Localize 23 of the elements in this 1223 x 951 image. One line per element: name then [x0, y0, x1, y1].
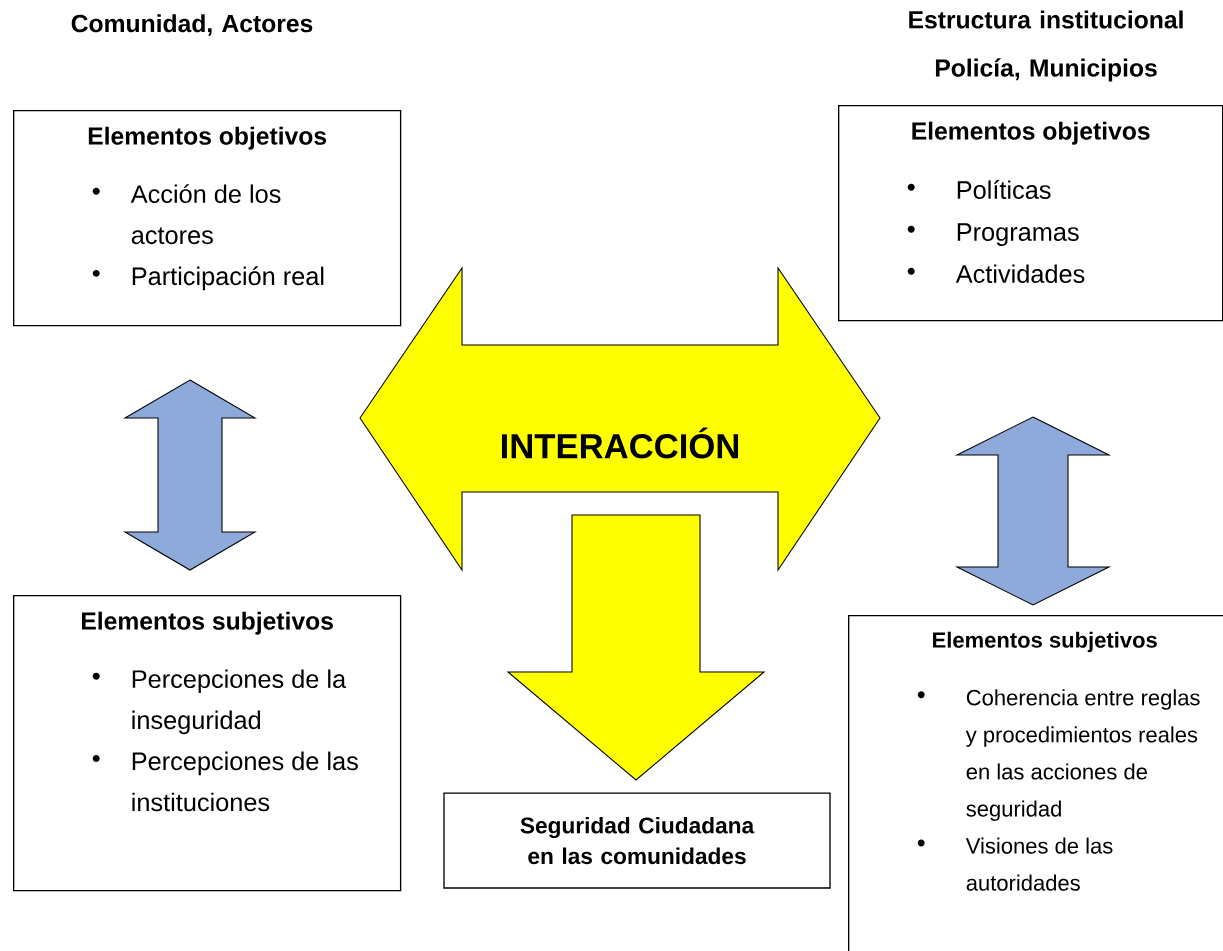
heading: Estructura institucional Policía, Municipios: [909, 10, 1183, 82]
text-box: [838, 105, 1223, 322]
bullet-item: Percepciones de la inseguridad: [132, 669, 347, 735]
heading: Comunidad, Actores: [71, 14, 313, 36]
block-arrow: [954, 416, 1112, 606]
bullet-item: Coherencia entre reglas y procedimientos reales en las acciones de seguridad: [965, 689, 1200, 821]
text-box: [848, 615, 1223, 951]
text-box: [13, 595, 402, 892]
box-heading: Elementos objetivos: [88, 126, 327, 150]
text-box: Seguridad Ciudadana en las comunidades: [443, 792, 831, 889]
bullet-item: Acción de los actores: [130, 184, 281, 245]
bullet-item: Participación real: [132, 266, 324, 291]
box-heading: Elementos objetivos: [912, 121, 1150, 145]
box-heading: Elementos subjetivos: [82, 611, 333, 635]
text-box: [13, 110, 402, 327]
block-arrow: [123, 379, 257, 571]
bullet-item: Percepciones de las instituciones: [132, 751, 358, 812]
bullet-item: Visiones de las autoridades: [965, 837, 1113, 891]
box-heading: Elementos subjetivos: [933, 631, 1157, 653]
bullet-item: Programas: [957, 223, 1079, 246]
bullet-item: Actividades: [955, 264, 1085, 283]
block-arrow: [506, 514, 766, 781]
bullet-item: Políticas: [957, 180, 1051, 199]
